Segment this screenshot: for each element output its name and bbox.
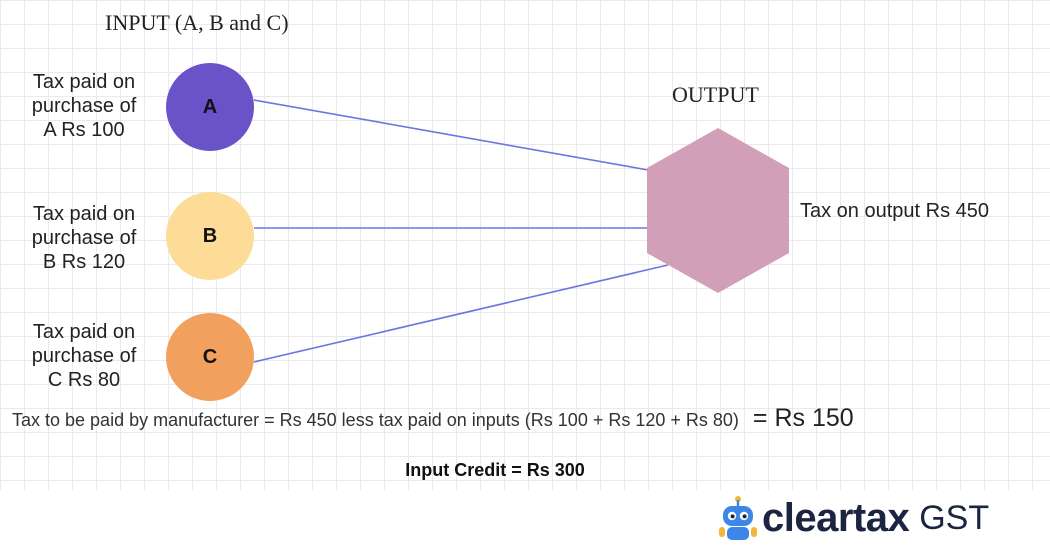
output-hexagon [647, 128, 789, 293]
robot-mascot-icon [719, 496, 757, 540]
link-c-output [253, 264, 669, 363]
input-node-a: A [166, 63, 254, 151]
output-title: OUTPUT [672, 82, 759, 107]
input-title: INPUT (A, B and C) [105, 10, 289, 35]
brand-name: cleartax [762, 495, 910, 540]
tax-formula: Tax to be paid by manufacturer = Rs 450 … [12, 404, 854, 433]
input-node-a-letter: A [202, 95, 218, 118]
input-node-b-letter: B [202, 224, 218, 247]
link-a-output [253, 99, 649, 171]
input-node-c-letter: C [202, 345, 218, 368]
input-b-label: Tax paid on purchase of B Rs 120 [31, 203, 137, 273]
output-tax-label: Tax on output Rs 450 [800, 200, 990, 222]
input-c-label: Tax paid on purchase of C Rs 80 [31, 321, 137, 391]
input-a-label: Tax paid on purchase of A Rs 100 [31, 71, 137, 141]
input-credit-total: Input Credit = Rs 300 [405, 460, 585, 480]
tax-formula-result: = Rs 150 [752, 404, 854, 432]
brand-suffix: GST [919, 498, 990, 537]
cleartax-logo: cleartax GST [714, 490, 989, 546]
input-node-c: C [166, 313, 254, 401]
tax-formula-text: Tax to be paid by manufacturer = Rs 450 … [12, 410, 739, 430]
input-node-b: B [166, 192, 254, 280]
